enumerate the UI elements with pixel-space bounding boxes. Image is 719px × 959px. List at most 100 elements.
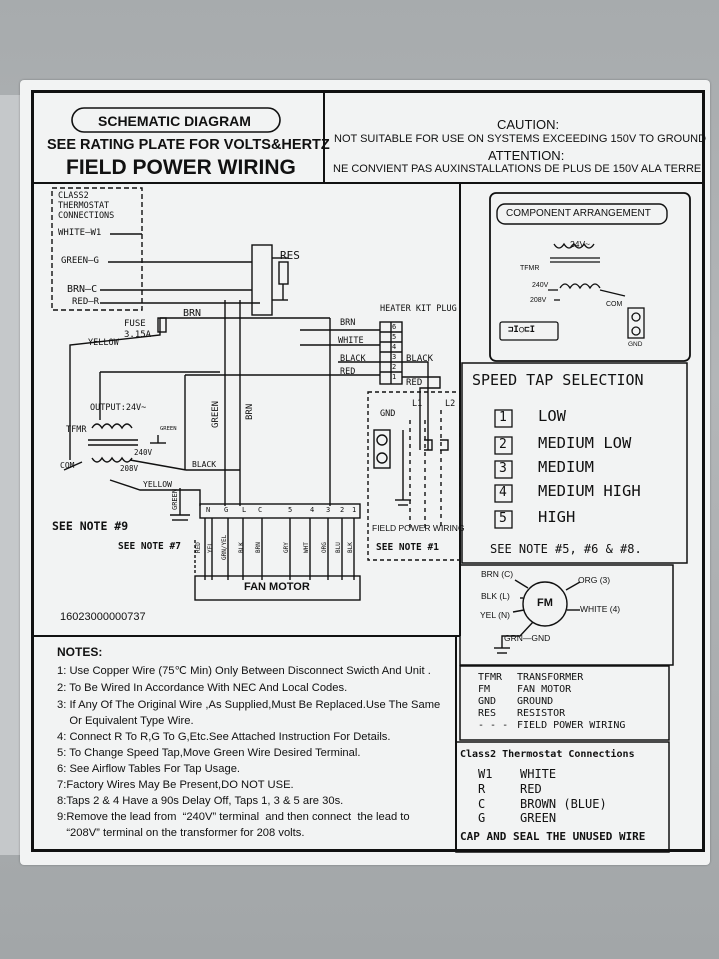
motor-grn-label: GRN—GND: [504, 633, 551, 643]
legend-desc-res: RESISTOR: [517, 708, 566, 719]
terminal-n: N: [206, 506, 211, 514]
plug-pin-1: 1: [392, 373, 397, 381]
component-208v: 208V: [530, 297, 547, 304]
terminal-2: 2: [340, 506, 345, 514]
thermo-desc-w1: WHITE: [520, 767, 557, 781]
caution-title: CAUTION:: [497, 117, 560, 132]
legend-desc-gnd: GROUND: [517, 696, 554, 707]
motor-white-label: WHITE (4): [580, 604, 621, 614]
fuse-rating: 3.15A: [124, 330, 152, 340]
attention-title: ATTENTION:: [488, 148, 565, 163]
plug-brn-label: BRN: [340, 318, 356, 328]
thermo-code-c: C: [478, 797, 486, 811]
plug-red-out-label: RED: [406, 378, 423, 388]
plug-pin-6: 6: [392, 323, 397, 331]
motor-wire-gry: GRY: [283, 542, 290, 553]
terminal-l: L: [242, 506, 247, 514]
note-5: 5: To Change Speed Tap,Move Green Wire D…: [57, 747, 361, 759]
component-com: COM: [606, 301, 623, 308]
class2-label: CLASS2: [58, 191, 89, 201]
thermo-code-w1: W1: [478, 767, 493, 781]
legend-code-gnd: GND: [478, 696, 497, 707]
l2-label: L2: [445, 399, 456, 409]
speed-tap-title: SPEED TAP SELECTION: [472, 371, 644, 389]
tap-3-label: MEDIUM: [538, 458, 594, 476]
gnd-label: GND: [380, 409, 396, 419]
wiring-label: [20, 80, 710, 865]
motor-wire-red: RED: [195, 542, 202, 553]
terminal-4: 4: [310, 506, 315, 514]
terminal-1: 1: [352, 506, 357, 514]
note-3: 3: If Any Of The Original Wire ,As Suppl…: [57, 699, 441, 711]
brn-vertical-label: BRN: [245, 403, 255, 420]
speed-see-note: SEE NOTE #5, #6 & #8.: [490, 542, 642, 556]
schematic-title: SCHEMATIC DIAGRAM: [98, 113, 251, 129]
field-power-wiring-label: FIELD POWER WIRING: [372, 523, 465, 533]
green-short-label: GREEN: [171, 488, 179, 510]
tap-2-label: MEDIUM LOW: [538, 434, 632, 452]
component-tfmr: TFMR: [520, 265, 540, 272]
motor-fm-label: FM: [537, 597, 553, 609]
motor-wire-wht: WHT: [303, 542, 310, 553]
field-power-title: FIELD POWER WIRING: [66, 156, 296, 179]
motor-wire-grn-yel: GRN/YEL: [221, 534, 228, 560]
tap-3-num: 3: [499, 461, 507, 476]
fuse-label: FUSE: [124, 319, 146, 329]
green-vertical-label: GREEN: [211, 400, 221, 428]
terminal-g: G: [224, 506, 229, 514]
notes-title: NOTES:: [57, 645, 103, 659]
motor-wire-org: ORG: [321, 542, 328, 553]
fan-motor-label: FAN MOTOR: [244, 581, 310, 593]
terminal-5: 5: [288, 506, 293, 514]
note-9: 9:Remove the lead from “240V” terminal a…: [57, 811, 410, 823]
motor-org-label: ORG (3): [578, 575, 611, 585]
plug-pin-3: 3: [392, 353, 397, 361]
plug-pin-2: 2: [392, 363, 397, 371]
motor-wire-yel: YEL: [207, 542, 214, 553]
motor-wire-brn: BRN: [255, 542, 262, 553]
thermo-code-r: R: [478, 782, 486, 796]
motor-wire-blk: BLK: [238, 542, 245, 553]
tap-5-num: 5: [499, 511, 507, 526]
tap-2-num: 2: [499, 437, 507, 452]
motor-wire-blk-2: BLK: [347, 542, 354, 553]
tfmr-label: TFMR: [66, 425, 87, 435]
tap-1-label: LOW: [538, 407, 566, 425]
yellow-label: YELLOW: [88, 338, 119, 348]
terminal-3: 3: [326, 506, 331, 514]
res-label: RES: [280, 249, 300, 262]
component-24v: 24V~: [570, 239, 591, 249]
component-arrangement-title: COMPONENT ARRANGEMENT: [506, 208, 651, 219]
legend-code-fm: FM: [478, 684, 491, 695]
plug-black-out-label: BLACK: [406, 354, 434, 364]
thermostat-footer: CAP AND SEAL THE UNUSED WIRE: [460, 830, 646, 843]
tap-4-label: MEDIUM HIGH: [538, 482, 641, 500]
note-6: 6: See Airflow Tables For Tap Usage.: [57, 763, 241, 775]
yellow-low-label: YELLOW: [143, 480, 172, 489]
plug-red-label: RED: [340, 367, 356, 377]
motor-yel-label: YEL (N): [480, 610, 510, 620]
thermo-desc-r: RED: [520, 782, 542, 796]
note-3-cont: Or Equivalent Type Wire.: [57, 715, 194, 727]
see-note-1: SEE NOTE #1: [376, 542, 439, 553]
v240-label: 240V: [134, 448, 153, 457]
tap-4-num: 4: [499, 485, 507, 500]
plug-black-label: BLACK: [340, 354, 366, 364]
plug-pin-5: 5: [392, 333, 397, 341]
component-gnd: GND: [628, 341, 643, 348]
part-number: 16023000000737: [60, 611, 146, 623]
connections-label: CONNECTIONS: [58, 211, 115, 221]
brn-c-label: BRN—C: [67, 284, 98, 295]
see-note-7: SEE NOTE #7: [118, 541, 181, 552]
heater-kit-plug-label: HEATER KIT PLUG: [380, 304, 457, 314]
legend-desc-field: FIELD POWER WIRING: [517, 720, 626, 731]
green-g-label: GREEN—G: [61, 256, 99, 266]
green-small-label: GREEN: [160, 426, 177, 432]
legend-desc-fm: FAN MOTOR: [517, 684, 572, 695]
tap-1-num: 1: [499, 410, 507, 425]
note-2: 2: To Be Wired In Accordance With NEC An…: [57, 682, 348, 694]
legend-code-field: - - -: [478, 720, 509, 731]
white-w1-label: WHITE—W1: [58, 228, 102, 238]
thermo-code-g: G: [478, 811, 486, 825]
